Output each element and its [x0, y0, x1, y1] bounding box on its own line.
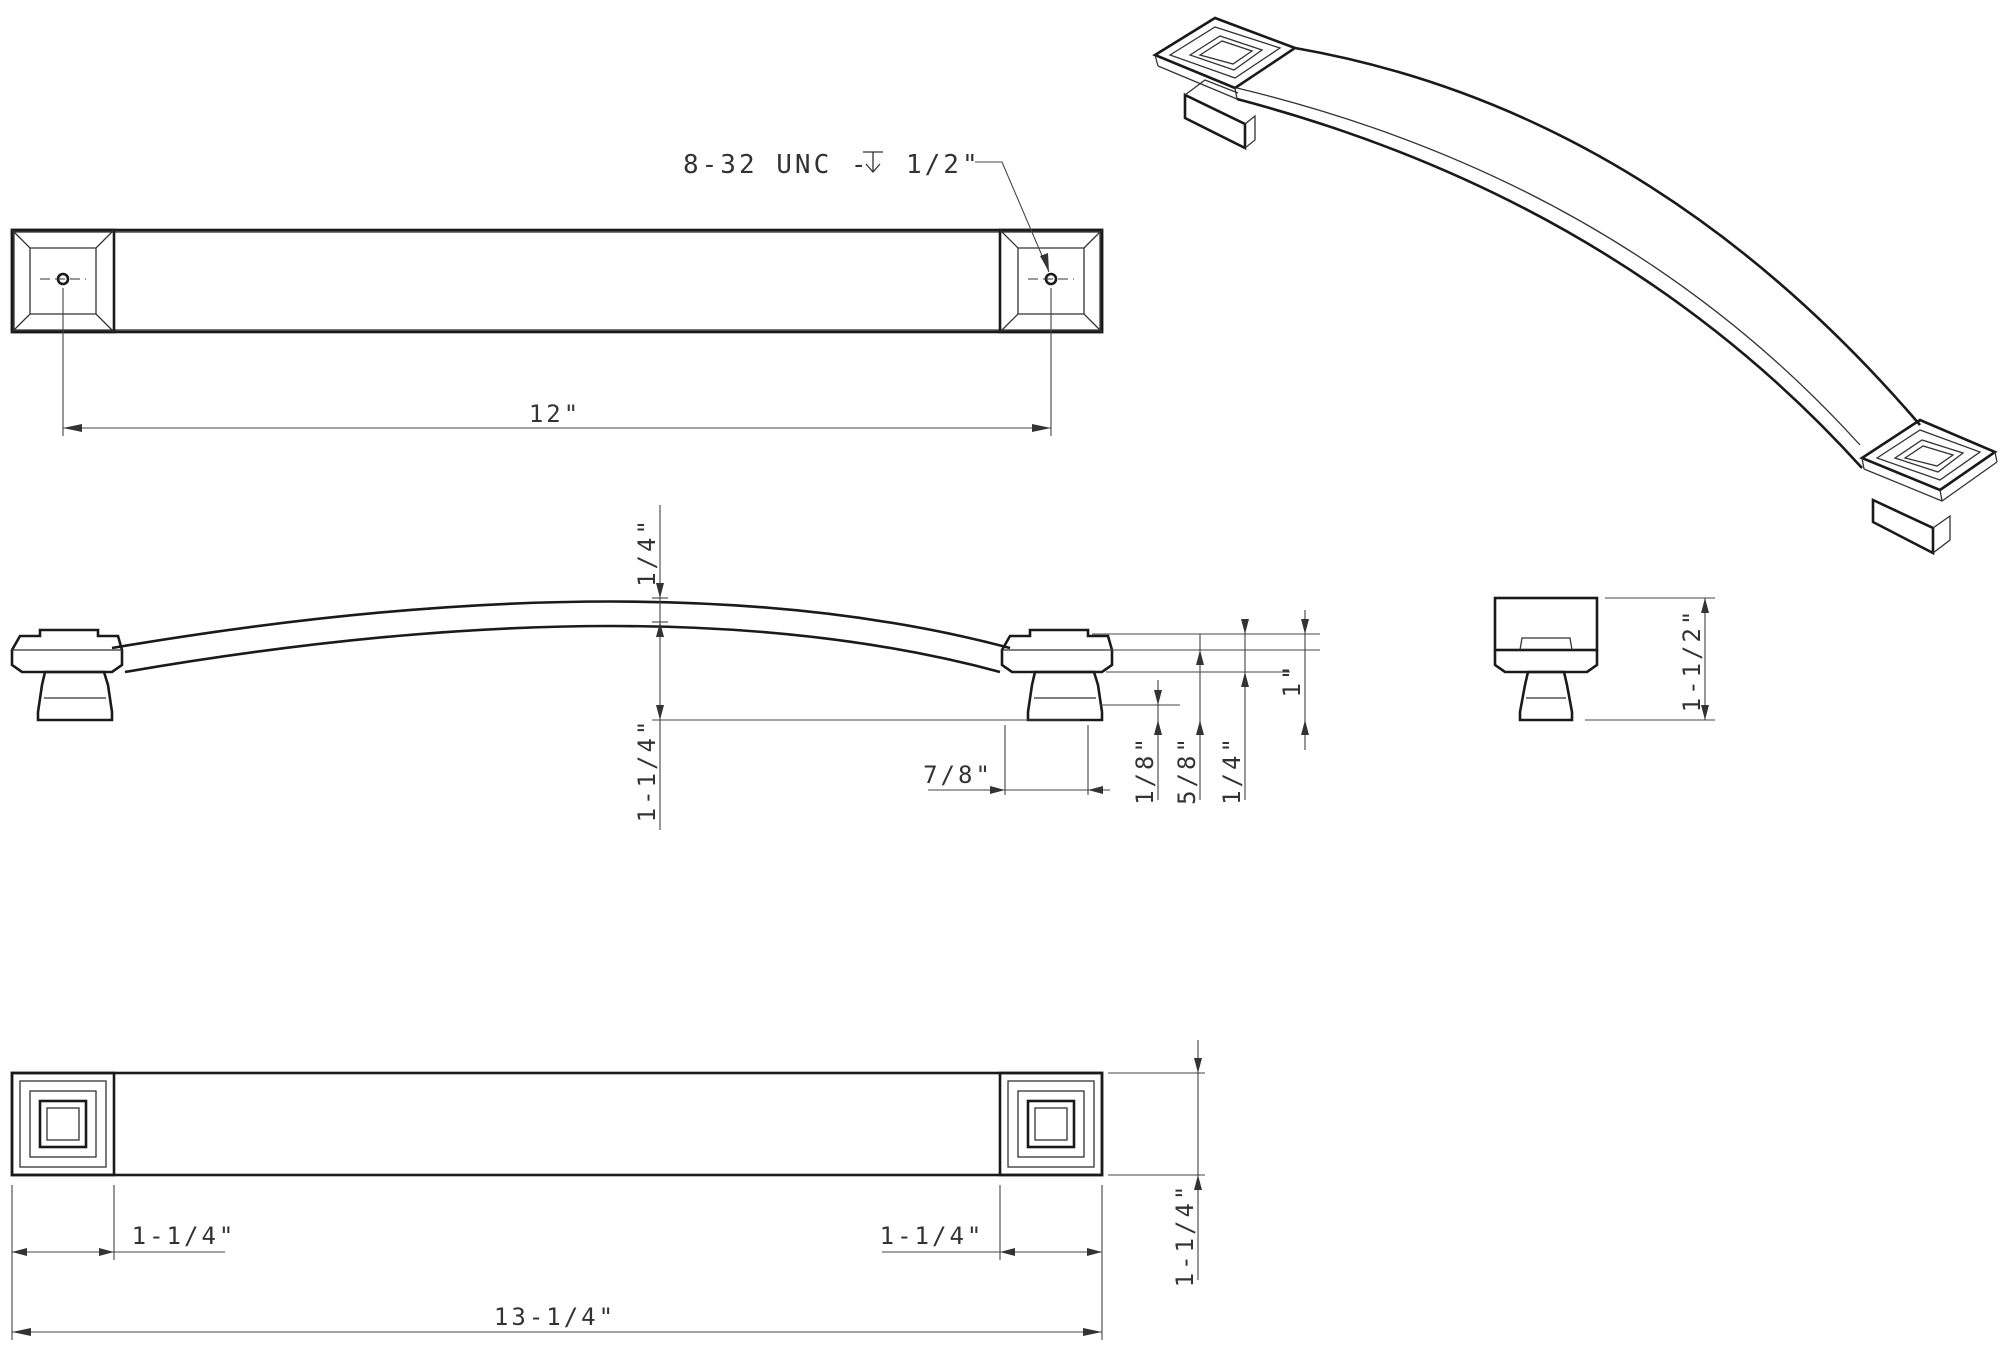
post-width-left-dimension: 1-1/4"	[132, 1222, 237, 1250]
isometric-view	[1152, 16, 1998, 556]
thread-depth: 1/2"	[906, 150, 981, 180]
arch-thickness-dimension: 1/4"	[633, 517, 661, 587]
center-to-center-dimension: 12"	[529, 400, 581, 428]
counterbore-depth-icon	[863, 151, 883, 173]
end-view-height-dimension: 1-1/2"	[1678, 608, 1706, 713]
bottom-width-dimension: 1-1/4"	[1171, 1183, 1199, 1288]
bottom-view: 1-1/4" 1-1/4" 13-1/4" 1-1/4"	[10, 1040, 1205, 1340]
top-view: 12" 8-32 UNC - 1/2"	[10, 150, 1104, 436]
end-height-dimension: 1"	[1278, 663, 1306, 698]
post-width-right-dimension: 1-1/4"	[880, 1222, 985, 1250]
step-3-dimension: 1/4"	[1218, 735, 1246, 805]
front-view: 1/4" 1-1/4" 7/8" 1/8" 5/8" 1/4" 1"	[10, 505, 1320, 830]
foot-offset-dimension: 7/8"	[923, 761, 993, 789]
thread-callout: 8-32 UNC -	[683, 150, 870, 180]
overall-length-dimension: 13-1/4"	[494, 1303, 616, 1331]
step-1-dimension: 1/8"	[1131, 735, 1159, 805]
end-view: 1-1/2"	[1493, 596, 1715, 722]
step-2-dimension: 5/8"	[1173, 735, 1201, 805]
projection-dimension: 1-1/4"	[633, 718, 661, 823]
